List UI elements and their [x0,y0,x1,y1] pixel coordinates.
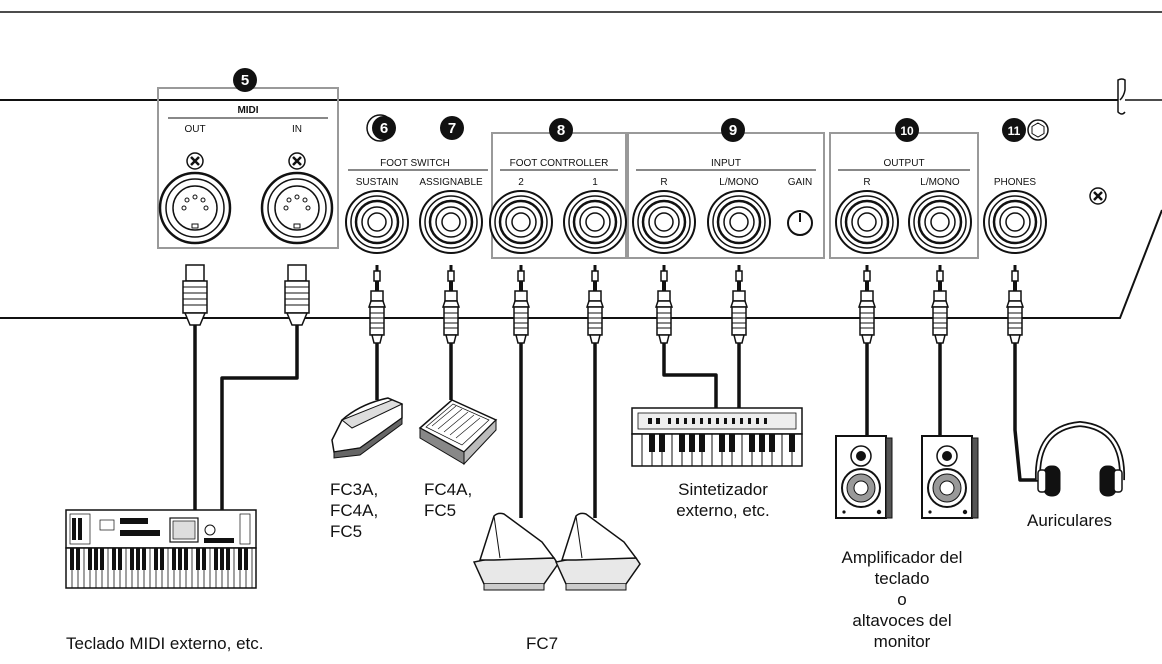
svg-text:10: 10 [900,124,914,138]
output-lmono-label: L/MONO [920,177,960,188]
footswitch-pedal-label-line-1: FC4A, [424,480,473,499]
footswitch-pedal-label: FC4A, FC5 [424,479,472,521]
callout-10: 10 [895,118,919,142]
fc1-jack-icon[interactable] [562,189,628,255]
fc-port-2-label: 2 [518,177,524,188]
fc7-label: FC7 [526,634,559,653]
output-label: OUTPUT [883,158,924,169]
svg-text:7: 7 [448,120,456,137]
callout-8: 8 [549,118,573,142]
svg-text:6: 6 [380,120,388,137]
svg-text:9: 9 [729,122,737,139]
callout-7: 7 [440,116,464,140]
phone-plug-icon [442,264,460,344]
callout-11: 11 [1002,118,1049,142]
sustain-label: SUSTAIN [356,177,399,188]
footswitch-pedal-label-line-2: FC5 [424,501,457,520]
speaker-icon [835,435,893,519]
output-r-label: R [863,177,870,188]
input-r-jack-icon[interactable] [631,189,697,255]
midi-in-label: IN [292,124,302,135]
phone-plug-icon [730,264,748,344]
headphones-icon [1034,420,1126,497]
foot-controller-label: FOOT CONTROLLER [510,158,609,169]
screw-icon [185,151,205,171]
speakers-label-line-5: monitor [873,632,931,651]
footswitch-pedal-icon [418,399,498,466]
synth-label-line-2: externo, etc. [676,501,770,520]
output-lmono-jack-icon[interactable] [907,189,973,255]
midi-plug-icon [182,264,208,326]
midi-in-jack-icon[interactable] [260,171,334,245]
phone-plug-icon [1006,264,1024,344]
input-label: INPUT [711,158,741,169]
gain-label: GAIN [788,177,812,188]
synthesizer-icon [631,407,803,467]
sustain-pedal-label-line-2: FC4A, [330,501,379,520]
midi-keyboard-icon [65,509,257,589]
fc2-jack-icon[interactable] [488,189,554,255]
speakers-label-line-1: Amplificador del [841,548,963,567]
phone-plug-icon [931,264,949,344]
speakers-label-line-2: teclado [874,569,930,588]
phone-plug-icon [512,264,530,344]
svg-text:5: 5 [241,72,249,89]
midi-plug-icon [284,264,310,326]
sustain-pedal-label: FC3A, FC4A, FC5 [330,479,378,542]
input-r-label: R [660,177,667,188]
midi-out-jack-icon[interactable] [158,171,232,245]
speakers-label-line-4: altavoces del [852,611,952,630]
phone-plug-icon [655,264,673,344]
assignable-jack-icon[interactable] [418,189,484,255]
phone-plug-icon [368,264,386,344]
phones-label: PHONES [994,177,1037,188]
callout-5: 5 [233,68,257,92]
synth-label: Sintetizador externo, etc. [648,479,798,521]
sustain-jack-icon[interactable] [344,189,410,255]
sustain-pedal-label-line-1: FC3A, [330,480,379,499]
speakers-label: Amplificador del teclado o altavoces del… [812,547,992,652]
synth-label-line-1: Sintetizador [678,480,768,499]
phone-plug-icon [858,264,876,344]
headphones-label: Auriculares [1027,511,1113,530]
phones-jack-icon[interactable] [982,189,1048,255]
sustain-pedal-label-line-3: FC5 [330,522,363,541]
speaker-icon [921,435,979,519]
svg-text:11: 11 [1008,124,1021,138]
speakers-label-line-3: o [897,590,907,609]
input-lmono-label: L/MONO [719,177,759,188]
midi-label: MIDI [237,105,258,116]
fc-port-1-label: 1 [592,177,598,188]
phone-plug-icon [586,264,604,344]
foot-switch-label: FOOT SWITCH [380,158,450,169]
fc7-pedal-icon [473,512,559,591]
assignable-label: ASSIGNABLE [419,177,483,188]
callout-9: 9 [721,118,745,142]
sustain-pedal-icon [331,397,404,459]
output-r-jack-icon[interactable] [834,189,900,255]
midi-keyboard-label: Teclado MIDI externo, etc. [66,634,264,653]
svg-text:8: 8 [557,122,565,139]
fc7-pedal-icon [555,512,641,591]
input-lmono-jack-icon[interactable] [706,189,772,255]
midi-out-label: OUT [184,124,205,135]
callout-6: 6 [366,114,396,142]
gain-knob-icon[interactable] [787,210,813,236]
screw-icon [287,151,307,171]
